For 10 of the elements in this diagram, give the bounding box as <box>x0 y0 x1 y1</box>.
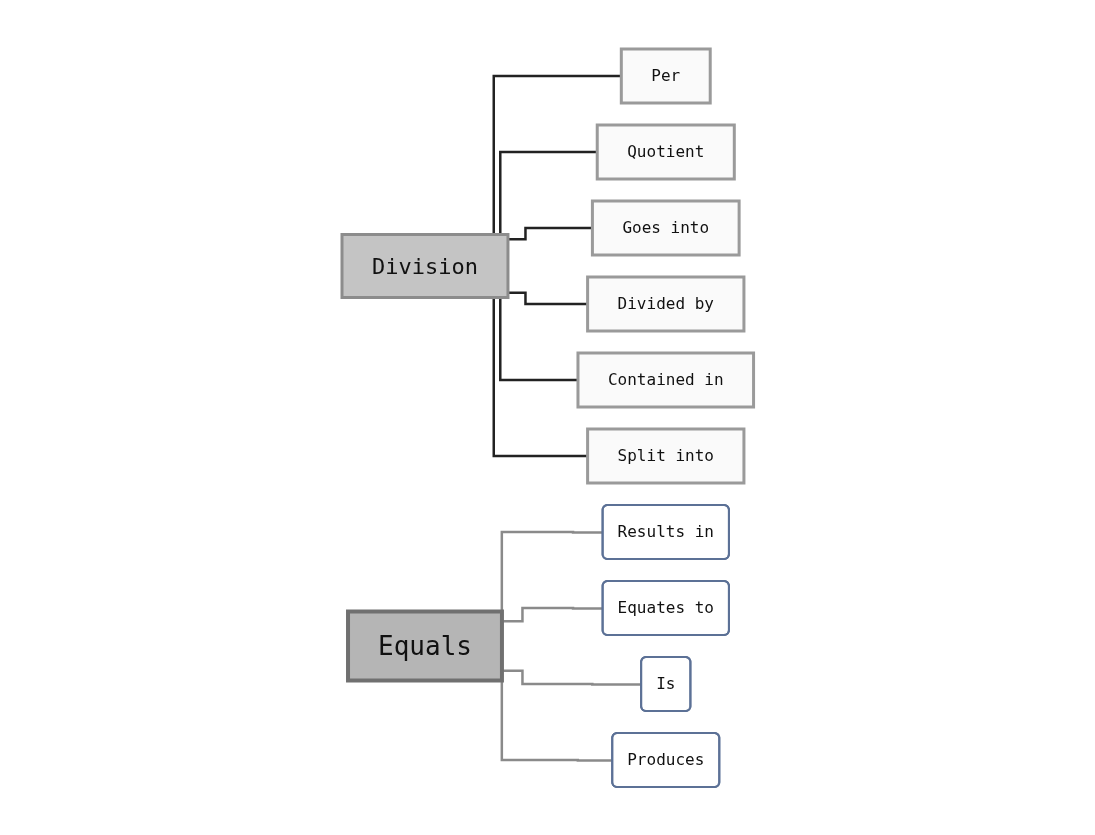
node-box: Divided by <box>585 275 746 332</box>
node-box: Goes into <box>590 199 741 256</box>
connector <box>507 291 588 305</box>
node-box: Equals <box>345 609 504 682</box>
node-box: Quotient <box>595 123 736 180</box>
node-box: Per <box>619 47 712 104</box>
node-box: Contained in <box>576 351 755 408</box>
node-box: Division <box>340 232 510 299</box>
connector <box>507 226 593 240</box>
node-box: Split into <box>585 427 746 484</box>
